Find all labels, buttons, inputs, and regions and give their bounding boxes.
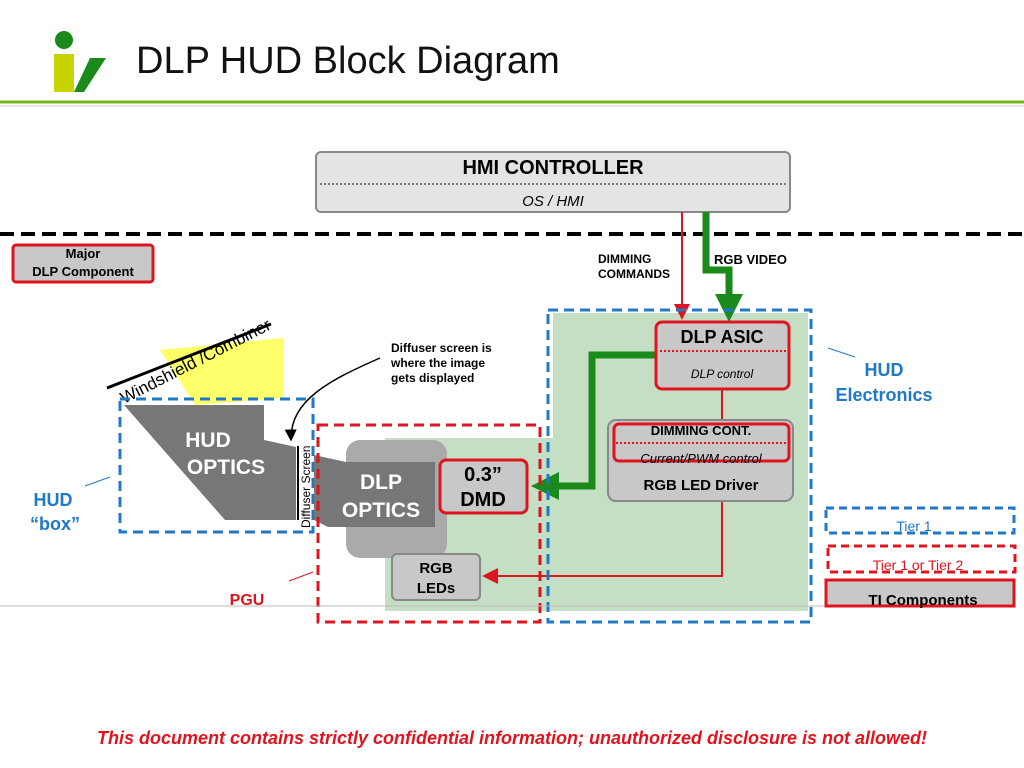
svg-text:Electronics: Electronics bbox=[835, 385, 932, 405]
svg-text:RGB VIDEO: RGB VIDEO bbox=[714, 252, 787, 267]
svg-text:DMD: DMD bbox=[460, 489, 506, 511]
svg-text:gets displayed: gets displayed bbox=[391, 371, 474, 385]
diffuser-note-arrow bbox=[284, 357, 381, 442]
rgb-leds-box: RGB LEDs bbox=[391, 553, 481, 601]
dmd-video-signal bbox=[531, 351, 656, 500]
svg-text:DIMMING: DIMMING bbox=[598, 252, 651, 266]
svg-text:RGB LED Driver: RGB LED Driver bbox=[643, 477, 758, 494]
hud-optics-shape bbox=[124, 405, 296, 520]
company-logo bbox=[54, 31, 106, 92]
hud-box-boundary bbox=[118, 397, 315, 534]
svg-text:OPTICS: OPTICS bbox=[187, 456, 265, 479]
svg-text:RGB: RGB bbox=[419, 560, 453, 577]
svg-text:Tier 1 or Tier 2: Tier 1 or Tier 2 bbox=[873, 557, 964, 573]
svg-text:COMMANDS: COMMANDS bbox=[598, 267, 670, 281]
major-dlp-component-key: Major DLP Component bbox=[11, 243, 155, 284]
svg-text:Major: Major bbox=[66, 246, 101, 261]
svg-text:HUD: HUD bbox=[865, 360, 904, 380]
svg-text:HUD: HUD bbox=[185, 429, 231, 452]
svg-text:PGU: PGU bbox=[230, 592, 265, 609]
rgb-led-driver-box: DIMMING CONT. Current/PWM control RGB LE… bbox=[607, 419, 794, 502]
svg-text:“box”: “box” bbox=[30, 514, 80, 534]
pgu-boundary bbox=[316, 423, 542, 624]
svg-text:OPTICS: OPTICS bbox=[342, 499, 420, 522]
svg-text:LEDs: LEDs bbox=[417, 580, 455, 597]
svg-text:Current/PWM control: Current/PWM control bbox=[640, 451, 762, 466]
dmd-box: 0.3” DMD bbox=[438, 458, 529, 515]
svg-text:HUD: HUD bbox=[34, 490, 73, 510]
svg-text:DLP ASIC: DLP ASIC bbox=[680, 327, 763, 347]
svg-text:TI Components: TI Components bbox=[868, 592, 977, 609]
diffuser-screen-label: Diffuser Screen bbox=[299, 446, 313, 528]
svg-text:where the image: where the image bbox=[390, 356, 485, 370]
dlp-asic-box: DLP ASIC DLP control bbox=[654, 320, 791, 391]
hmi-title: HMI CONTROLLER bbox=[462, 157, 644, 179]
legend: Tier 1 Tier 1 or Tier 2 TI Components bbox=[824, 506, 1017, 609]
hmi-controller-box: HMI CONTROLLER OS / HMI bbox=[315, 151, 791, 213]
svg-text:Tier 1: Tier 1 bbox=[896, 518, 931, 534]
svg-text:DIMMING CONT.: DIMMING CONT. bbox=[651, 423, 751, 438]
hud-electronics-boundary bbox=[546, 308, 813, 624]
hmi-subtitle: OS / HMI bbox=[522, 193, 584, 210]
led-drive-signal bbox=[482, 502, 723, 584]
svg-text:Diffuser screen is: Diffuser screen is bbox=[391, 341, 492, 355]
svg-text:DLP control: DLP control bbox=[691, 367, 754, 381]
svg-text:0.3”: 0.3” bbox=[464, 464, 502, 486]
svg-text:DLP Component: DLP Component bbox=[32, 264, 134, 279]
svg-text:DLP: DLP bbox=[360, 471, 402, 494]
rgb-video-signal bbox=[702, 212, 743, 322]
windshield-line bbox=[106, 322, 272, 390]
page-title: DLP HUD Block Diagram bbox=[136, 40, 560, 82]
confidentiality-footer: This document contains strictly confiden… bbox=[97, 728, 927, 748]
